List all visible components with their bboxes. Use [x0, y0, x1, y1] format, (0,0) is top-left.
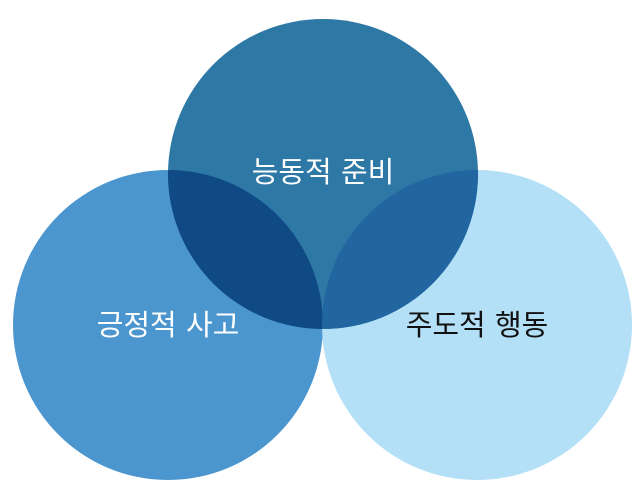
overlap-top-left: [168, 170, 323, 329]
label-proactive-action: 주도적 행동: [406, 308, 549, 342]
label-active-preparation: 능동적 준비: [252, 155, 395, 189]
label-positive-thinking: 긍정적 사고: [97, 308, 240, 342]
